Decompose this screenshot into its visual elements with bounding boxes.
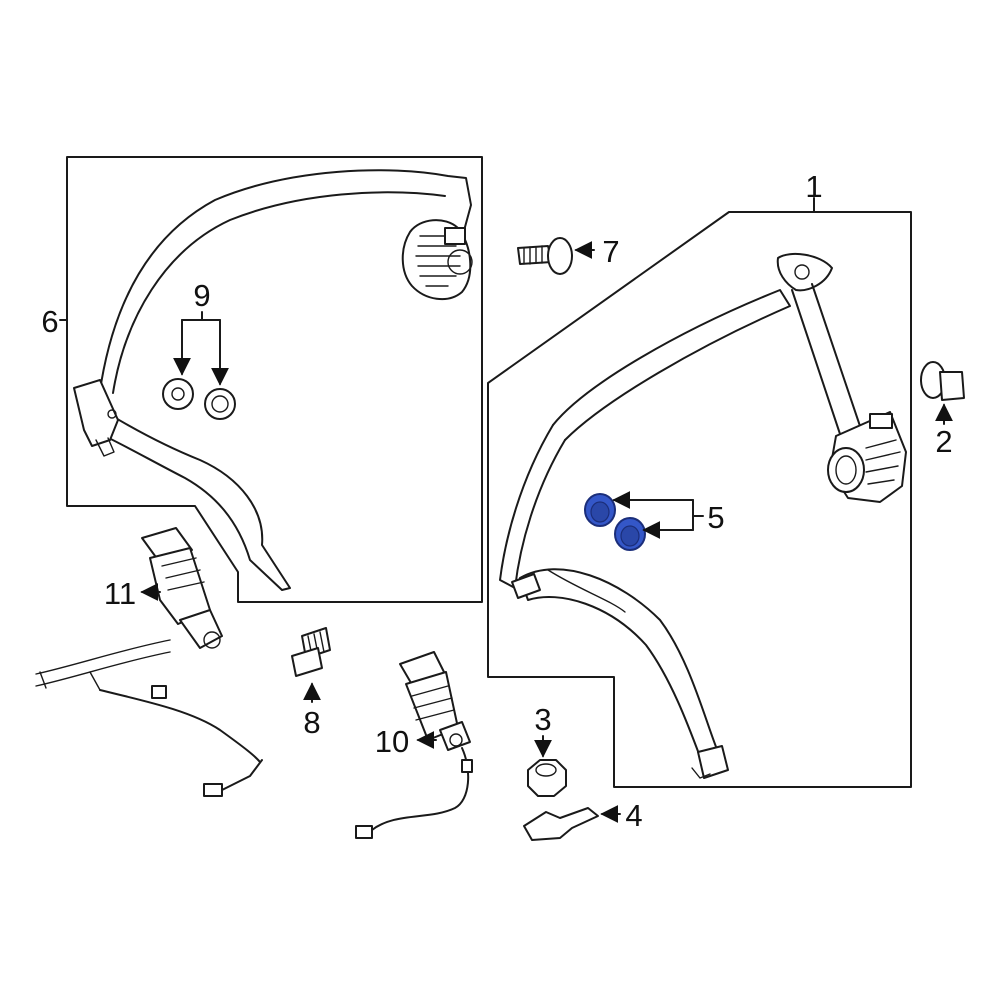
rear-belt-anchor-tab <box>95 437 115 457</box>
front-retractor <box>827 411 907 503</box>
part-2-bolt <box>920 361 965 425</box>
washer-9a-hole <box>171 387 185 401</box>
rear-belt-anchor-plate <box>73 379 119 447</box>
callout-10-label: 10 <box>375 724 409 759</box>
part-4-bracket <box>523 805 621 841</box>
front-belt-upper-anchor <box>511 573 541 599</box>
front-belt-group <box>487 211 912 788</box>
part-7-bolt <box>517 237 595 275</box>
front-belt-d-ring <box>776 252 833 292</box>
rear-retractor <box>401 219 473 301</box>
front-belt-webbing-left <box>499 424 566 589</box>
part-3-nut <box>527 735 567 797</box>
front-belt-vertical-strap <box>791 283 863 441</box>
rear-belt-anchor-hole <box>107 409 117 419</box>
rear-belt-group <box>66 156 483 603</box>
group-6-frame <box>66 156 483 603</box>
part-8-bolt <box>291 627 331 703</box>
part-10-buckle <box>355 651 473 839</box>
washer-9b-hole <box>211 395 229 413</box>
front-belt-lower-anchor-tab <box>691 767 711 779</box>
washer-9a <box>162 378 194 410</box>
callout-8-label: 8 <box>303 705 320 740</box>
front-belt-webbing <box>552 289 791 441</box>
rear-belt-webbing <box>100 169 472 385</box>
callout-3-label: 3 <box>534 702 551 737</box>
callout-9-label: 9 <box>193 278 210 313</box>
washer-9b <box>204 388 236 420</box>
group-1-frame <box>487 211 912 788</box>
part-5-caps <box>584 491 704 551</box>
part-11-buckle <box>35 527 263 797</box>
callout-5-label: 5 <box>707 500 724 535</box>
front-belt-fold <box>547 569 626 613</box>
front-belt-lower-anchor <box>697 745 729 779</box>
callout-6-label: 6 <box>41 304 58 339</box>
front-belt-d-ring-bolt <box>794 264 810 280</box>
rear-belt-webbing-inner <box>112 191 446 394</box>
callout-4-label: 4 <box>625 798 642 833</box>
callout-11-label: 11 <box>104 576 136 611</box>
callout-1-label: 1 <box>805 169 822 204</box>
rear-belt-lower-strap <box>75 391 291 591</box>
cap-5b-inner <box>620 525 640 547</box>
callout-7-label: 7 <box>602 234 619 269</box>
part-9-washers <box>162 311 236 420</box>
cap-5a-inner <box>590 501 610 523</box>
callout-2-label: 2 <box>935 424 952 459</box>
